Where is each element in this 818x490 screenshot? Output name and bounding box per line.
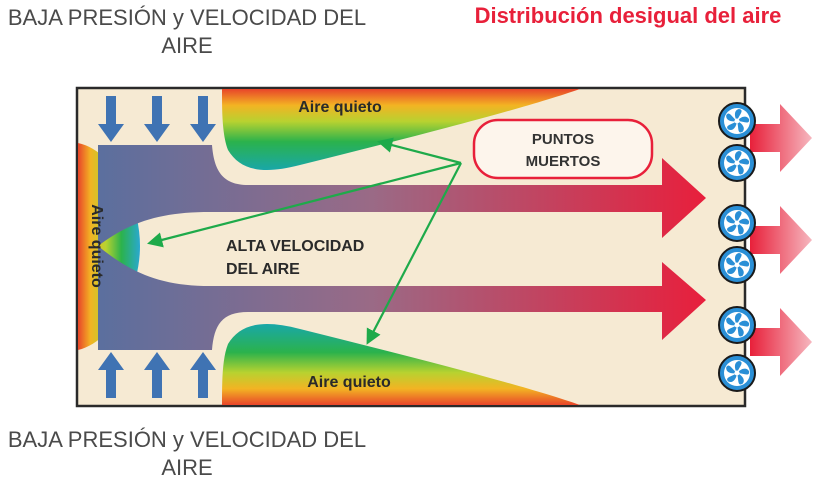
fan-blade (734, 151, 742, 163)
pointer-to-bottom-zone (366, 162, 462, 345)
left-still-air-label: Aire quieto (88, 204, 105, 288)
fan-blade (727, 121, 737, 131)
fan-blade (737, 260, 750, 267)
exhaust-fans (718, 102, 756, 392)
exhaust-fan-icon (718, 102, 756, 140)
top-low-pressure-label: BAJA PRESIÓN y VELOCIDAD DEL AIRE (7, 5, 367, 59)
fan-blade (726, 113, 737, 122)
intake-arrow-down (190, 96, 216, 142)
exhaust-arrows (750, 104, 812, 376)
fan-blade (734, 361, 742, 373)
intake-arrow-down (144, 96, 170, 142)
high-velocity-line2: DEL AIRE (226, 261, 300, 278)
fan-blade (737, 158, 750, 165)
fan-blade (737, 116, 750, 123)
exhaust-fan-icon (718, 354, 756, 392)
bottom-low-pressure-label: BAJA PRESIÓN y VELOCIDAD DEL AIRE (7, 427, 367, 481)
fan-blade (737, 368, 750, 375)
top-intake-arrows (98, 96, 216, 142)
fan-blade (736, 265, 744, 277)
fan-blade (727, 265, 738, 275)
lower-airflow-arrow (98, 246, 706, 350)
fan-blade (737, 223, 744, 235)
exhaust-fan-icon (718, 306, 756, 344)
exhaust-fan-icon (718, 144, 756, 182)
intake-arrow-up (190, 352, 216, 398)
fan-blade (727, 163, 737, 173)
intake-arrow-up (144, 352, 170, 398)
fan-blade (734, 253, 742, 265)
bottom-intake-arrows (98, 352, 216, 398)
upper-airflow-arrow (98, 145, 706, 246)
pointer-to-left-zone (147, 161, 462, 248)
top-still-air-zone (222, 89, 580, 170)
bottom-still-air-label: Aire quieto (307, 374, 391, 391)
fan-blade (727, 373, 738, 383)
dead-spots-line1: PUNTOS (532, 131, 594, 148)
intake-arrow-down (98, 96, 124, 142)
fan-blade (734, 109, 742, 121)
fan-blade (727, 325, 737, 335)
fan-blade (737, 218, 750, 225)
exhaust-arrow (750, 104, 812, 172)
fan-blade (726, 317, 737, 326)
high-velocity-line1: ALTA VELOCIDAD (226, 238, 364, 255)
fan-blade (726, 155, 737, 164)
fan-blade (737, 320, 750, 327)
fan-blade (726, 257, 737, 266)
dead-spot-pointers (147, 137, 462, 345)
fan-blade (737, 325, 744, 337)
exhaust-arrow (750, 308, 812, 376)
fan-blade (726, 215, 737, 224)
exhaust-fan-icon (718, 204, 756, 242)
bottom-still-air-zone (222, 324, 580, 405)
fan-blade (737, 121, 744, 133)
fan-blade (736, 373, 744, 385)
diagram-title: Distribución desigual del aire (474, 3, 782, 28)
exhaust-arrow (750, 206, 812, 274)
intake-arrow-up (98, 352, 124, 398)
top-still-air-label: Aire quieto (298, 99, 382, 116)
dead-spots-callout (472, 118, 654, 180)
dead-spots-line2: MUERTOS (526, 153, 601, 170)
fan-blade (734, 211, 742, 223)
fan-blade (727, 223, 737, 233)
exhaust-fan-icon (718, 246, 756, 284)
fan-blade (734, 313, 742, 325)
pointer-to-top-zone (377, 137, 462, 165)
fan-blade (726, 365, 737, 374)
fan-blade (737, 163, 744, 175)
